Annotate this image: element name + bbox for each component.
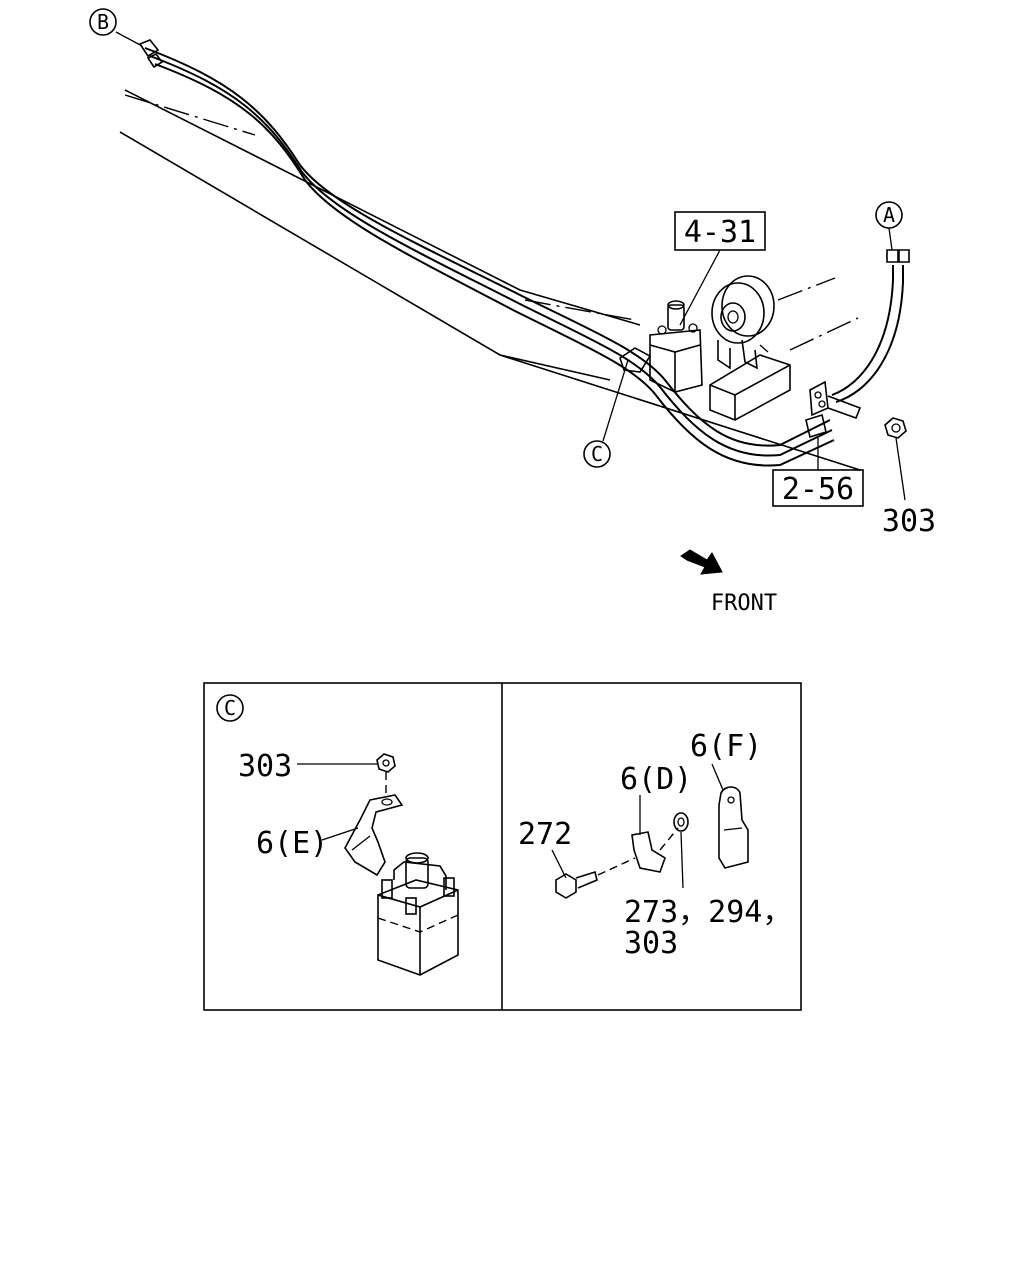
part-6e-label: 6(E): [256, 826, 328, 861]
callout-b: B: [89, 8, 143, 47]
callout-c: C: [583, 359, 629, 468]
ref-2-56: 2-56: [772, 437, 864, 507]
callout-b-label: B: [97, 10, 109, 34]
detail-c-left: C 303 6(E): [216, 694, 459, 976]
callout-c-label: C: [591, 442, 603, 466]
parts-273-294-label: 273，294，: [624, 895, 792, 930]
detail-c-label: C: [224, 696, 236, 720]
front-indicator: FRONT: [680, 549, 777, 616]
detail-panel: [203, 682, 802, 1011]
part-303-lower-label: 303: [624, 926, 678, 961]
front-arrow-icon: [680, 549, 723, 575]
part-6f-label: 6(F): [690, 729, 762, 764]
pipe-bundle: [138, 39, 910, 467]
callout-a: A: [875, 201, 903, 251]
chassis-frame: [119, 89, 861, 471]
ref-4-31: 4-31: [674, 211, 766, 326]
part-272-label: 272: [518, 817, 572, 852]
part-303-main: 303: [882, 437, 936, 539]
ref-2-56-label: 2-56: [782, 472, 854, 507]
ref-4-31-label: 4-31: [684, 215, 756, 250]
nut-303-icon: [884, 417, 907, 439]
valve-mounting: [619, 275, 862, 439]
part-303-main-label: 303: [882, 504, 936, 539]
callout-a-label: A: [883, 203, 895, 227]
part-6d-label: 6(D): [620, 762, 692, 797]
part-303-detail-label: 303: [238, 749, 292, 784]
detail-right: 272 6(D) 6(F) 273，294， 303: [518, 729, 792, 961]
front-label: FRONT: [711, 591, 777, 616]
